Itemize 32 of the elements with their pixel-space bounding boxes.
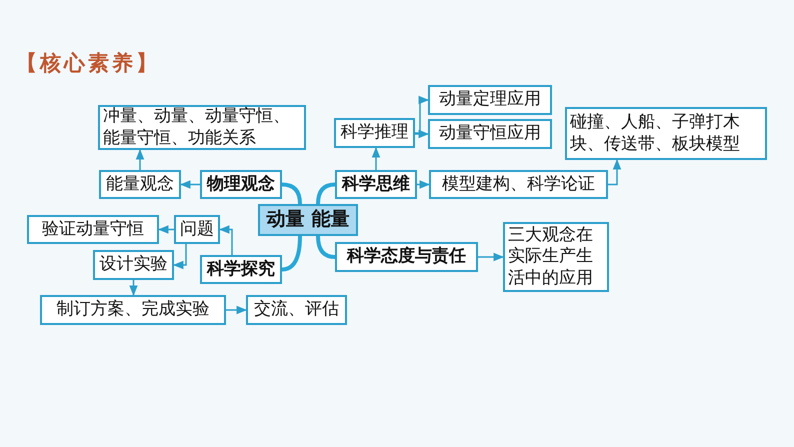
concept-box: 模型建构、科学论证: [429, 170, 608, 199]
concept-box: 碰撞、人船、子弹打木块、传送带、板块模型: [565, 107, 767, 160]
central-topic-box: 动量 能量: [258, 204, 358, 236]
arrow: [172, 244, 187, 270]
concept-box: 设计实验: [93, 250, 174, 280]
branch-topic-box: 科学思维: [335, 170, 417, 199]
concept-box: 交流、评估: [246, 295, 347, 325]
branch-topic-box: 科学探究: [200, 255, 282, 284]
section-heading: 【核心素养】: [16, 50, 160, 77]
arrow: [478, 252, 504, 262]
arrow: [218, 225, 233, 255]
concept-box: 动量守恒应用: [428, 119, 552, 149]
arrow: [226, 306, 248, 314]
concept-box: 科学推理: [334, 118, 415, 148]
arrow: [129, 280, 138, 296]
concept-box: 制订方案、完成实验: [40, 295, 226, 325]
arrow: [415, 130, 430, 138]
branch-topic-box: 科学态度与责任: [335, 242, 478, 272]
concept-box: 三大观念在实际生产生活中的应用: [503, 222, 609, 292]
arrow: [415, 96, 430, 134]
arrow: [180, 180, 200, 189]
branch-topic-box: 物理观念: [200, 170, 282, 199]
arrow: [417, 180, 430, 189]
arrow: [158, 225, 174, 234]
concept-box: 验证动量守恒: [27, 215, 159, 244]
concept-box: 冲量、动量、动量守恒、能量守恒、功能关系: [98, 105, 306, 150]
concept-box: 问题: [174, 215, 220, 244]
arrow: [608, 158, 622, 186]
concept-box: 动量定理应用: [428, 85, 552, 115]
arrow: [372, 146, 380, 170]
concept-box: 能量观念: [99, 170, 181, 199]
arrow: [136, 148, 144, 170]
